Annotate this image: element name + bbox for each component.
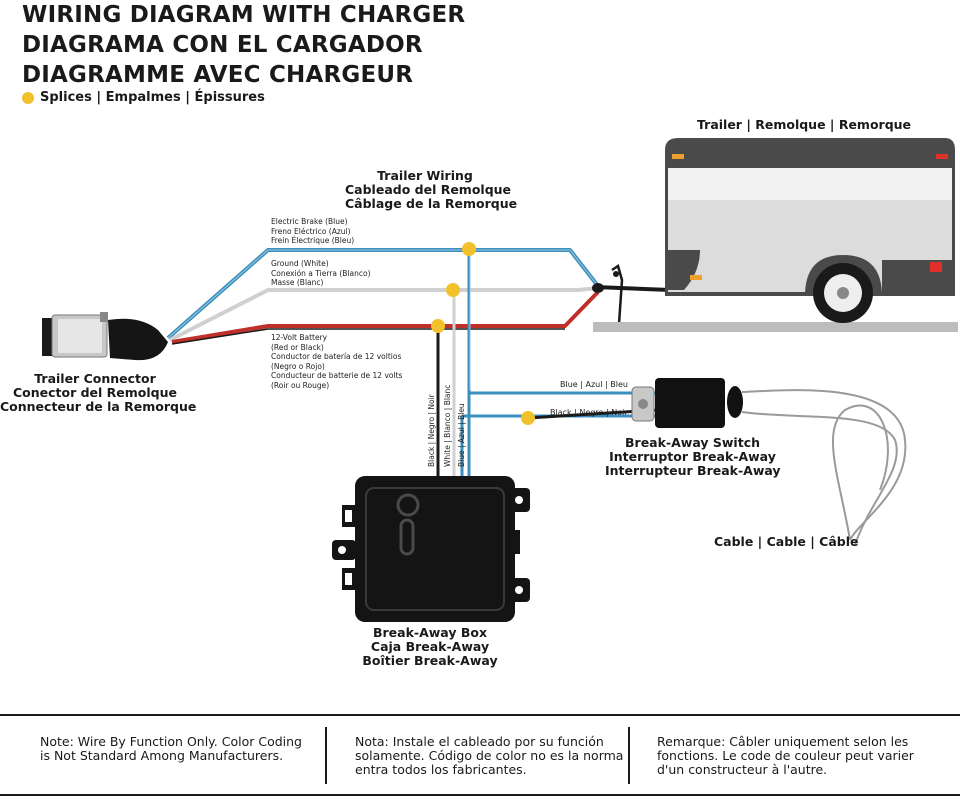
battery-wire-red [171, 290, 600, 344]
vertical-black-label: Black | Negro | Noir [427, 394, 436, 467]
break-away-cable-icon [741, 389, 907, 546]
break-away-box-label: Break-Away Box Caja Break-Away Boîtier B… [345, 626, 515, 668]
ground-wire-label-line1: Ground (White) [271, 259, 329, 268]
note-english: Note: Wire By Function Only. Color Codin… [40, 734, 302, 763]
note-french: Remarque: Câbler uniquement selon les fo… [657, 734, 914, 777]
brake-wire-label: Electric Brake (Blue) Freno Eléctrico (A… [271, 217, 354, 246]
break-away-switch-label-line3: Interrupteur Break-Away [605, 463, 781, 478]
break-away-switch-label-line1: Break-Away Switch [625, 435, 760, 450]
title-line-3: DIAGRAMME AVEC CHARGEUR [22, 62, 414, 88]
ground-wire-label-line3: Masse (Blanc) [271, 278, 324, 287]
splice-dot-ground [446, 283, 460, 297]
battery-wire-label: 12-Volt Battery (Red or Black) Conductor… [271, 333, 402, 390]
break-away-box-label-line3: Boîtier Break-Away [362, 653, 498, 668]
trailer-wiring-label: Trailer Wiring Cableado del Remolque Câb… [345, 168, 518, 211]
battery-wire-label-line6: (Roir ou Rouge) [271, 380, 330, 390]
vertical-white-label: White | Blanco | Blanc [443, 384, 452, 467]
brake-wire-label-line3: Frein Électrique (Bleu) [271, 236, 355, 245]
trailer-icon [592, 138, 958, 332]
trailer-label: Trailer | Remolque | Remorque [697, 117, 912, 132]
ground-wire-label-line2: Conexión a Tierra (Blanco) [271, 268, 371, 278]
splice-legend-label: Splices | Empalmes | Épissures [40, 90, 265, 105]
splice-dot-battery [431, 319, 445, 333]
ground-wire-white [169, 286, 599, 342]
break-away-box-label-line2: Caja Break-Away [370, 639, 490, 654]
trailer-connector-label-line3: Connecteur de la Remorque [0, 399, 197, 414]
splice-dot-switch [521, 411, 535, 425]
footer-top-rule [0, 714, 960, 716]
title-line-2: DIAGRAMA CON EL CARGADOR [22, 32, 423, 58]
break-away-box-label-line1: Break-Away Box [372, 625, 488, 640]
trailer-wiring-label-line2: Cableado del Remolque [345, 182, 512, 197]
battery-wire-label-line2: (Red or Black) [271, 342, 324, 352]
break-away-switch-label: Break-Away Switch Interruptor Break-Away… [605, 435, 781, 478]
vertical-blue-label: Blue | Azul | Bleu [457, 403, 466, 467]
trailer-wiring-label-line1: Trailer Wiring [377, 168, 473, 183]
footer-bottom-rule [0, 794, 960, 796]
break-away-switch-label-line2: Interruptor Break-Away [609, 449, 776, 464]
break-away-switch-icon [631, 378, 743, 428]
trailer-connector-label: Trailer Connector Conector del Remolque … [0, 371, 197, 414]
note-spanish: Nota: Instale el cableado por su función… [355, 734, 624, 777]
switch-blue-label: Blue | Azul | Bleu [560, 380, 628, 389]
ground-wire-label: Ground (White) Conexión a Tierra (Blanco… [271, 259, 371, 288]
footer-divider-1 [325, 727, 327, 784]
trailer-connector-label-line2: Conector del Remolque [12, 385, 177, 400]
footer-divider-2 [628, 727, 630, 784]
trailer-wiring-label-line3: Câblage de la Remorque [345, 196, 518, 211]
splice-legend: Splices | Empalmes | Épissures [22, 90, 265, 105]
battery-wire-label-line5: Conducteur de batterie de 12 volts [271, 371, 403, 380]
title-line-1: WIRING DIAGRAM WITH CHARGER [22, 2, 466, 28]
splice-dot-brake [462, 242, 476, 256]
battery-wire-label-line3: Conductor de batería de 12 voltios [271, 352, 402, 361]
switch-wire-blue [467, 250, 655, 395]
trailer-connector-icon [42, 312, 168, 361]
brake-wire-label-line1: Electric Brake (Blue) [271, 217, 348, 226]
trailer-connector-label-line1: Trailer Connector [34, 371, 156, 386]
splice-dot-icon [22, 91, 34, 104]
switch-black-label: Black | Negro | Noir [550, 408, 628, 417]
battery-wire-label-line4: (Negro o Rojo) [271, 361, 325, 371]
break-away-box-icon [332, 476, 530, 622]
brake-wire-label-line2: Freno Eléctrico (Azul) [271, 226, 351, 236]
cable-label: Cable | Cable | Câble [714, 534, 859, 549]
battery-wire-label-line1: 12-Volt Battery [271, 333, 328, 342]
